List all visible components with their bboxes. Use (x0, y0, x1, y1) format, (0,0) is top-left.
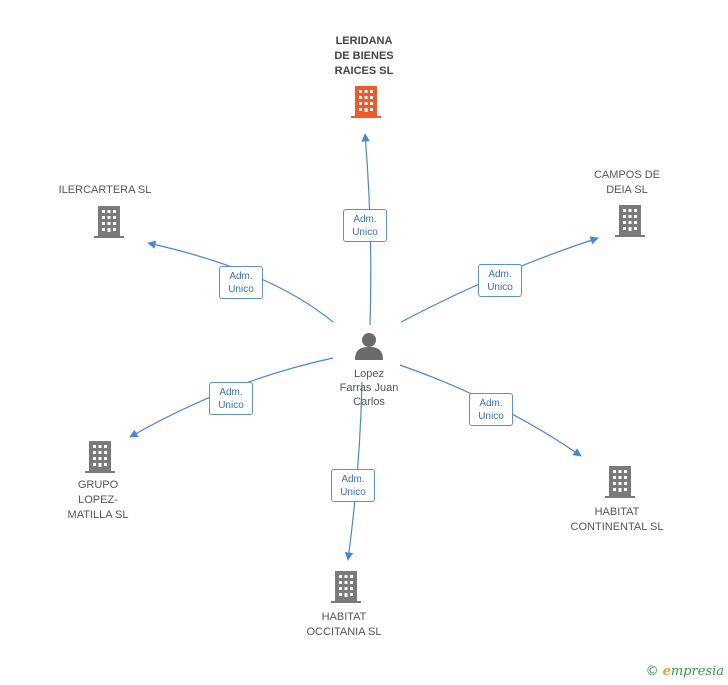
relation-role: Adm. (341, 474, 365, 485)
building-icon (351, 86, 381, 118)
relation-badge-continental[interactable]: Adm. Unico (469, 393, 513, 426)
relation-role: Adm. (219, 387, 243, 398)
person-name-label[interactable]: Lopez Farras Juan Carlos (339, 368, 399, 408)
relation-badge-leridana[interactable]: Adm. Unico (343, 209, 387, 242)
brand-credit: ©empresia (646, 664, 724, 679)
brand-name: mpresia (670, 664, 724, 679)
relation-role: Adm. (488, 269, 512, 280)
building-icon (331, 571, 361, 603)
company-label-continental[interactable]: HABITAT CONTINENTAL SL (570, 506, 664, 533)
relation-role-detail: Unico (340, 487, 366, 498)
relation-badge-grupo[interactable]: Adm. Unico (209, 382, 253, 415)
company-label-campos[interactable]: CAMPOS DE DEIA SL (593, 169, 660, 196)
relation-badge-occitania[interactable]: Adm. Unico (331, 469, 375, 502)
relation-role: Adm. (353, 214, 377, 225)
building-icon (615, 205, 645, 237)
person-icon (355, 333, 383, 360)
relation-role-detail: Unico (487, 282, 513, 293)
relation-badge-ilercartera[interactable]: Adm. Unico (219, 266, 263, 299)
brand-initial: e (662, 664, 671, 679)
building-icon (94, 206, 124, 238)
company-label-ilercartera[interactable]: ILERCARTERA SL (58, 184, 152, 196)
relation-role-detail: Unico (218, 400, 244, 411)
relation-role: Adm. (479, 398, 503, 409)
building-icon (85, 441, 115, 473)
relation-role: Adm. (229, 271, 253, 282)
building-icon (605, 466, 635, 498)
relation-role-detail: Unico (228, 284, 254, 295)
company-label-occitania[interactable]: HABITAT OCCITANIA SL (306, 611, 382, 638)
company-label-leridana[interactable]: LERIDANA DE BIENES RAICES SL (334, 35, 394, 77)
relation-role-detail: Unico (352, 227, 378, 238)
copyright-symbol: © (645, 664, 659, 679)
relation-badge-campos[interactable]: Adm. Unico (478, 264, 522, 297)
relation-role-detail: Unico (478, 411, 504, 422)
company-label-grupo[interactable]: GRUPO LOPEZ- MATILLA SL (67, 479, 129, 521)
